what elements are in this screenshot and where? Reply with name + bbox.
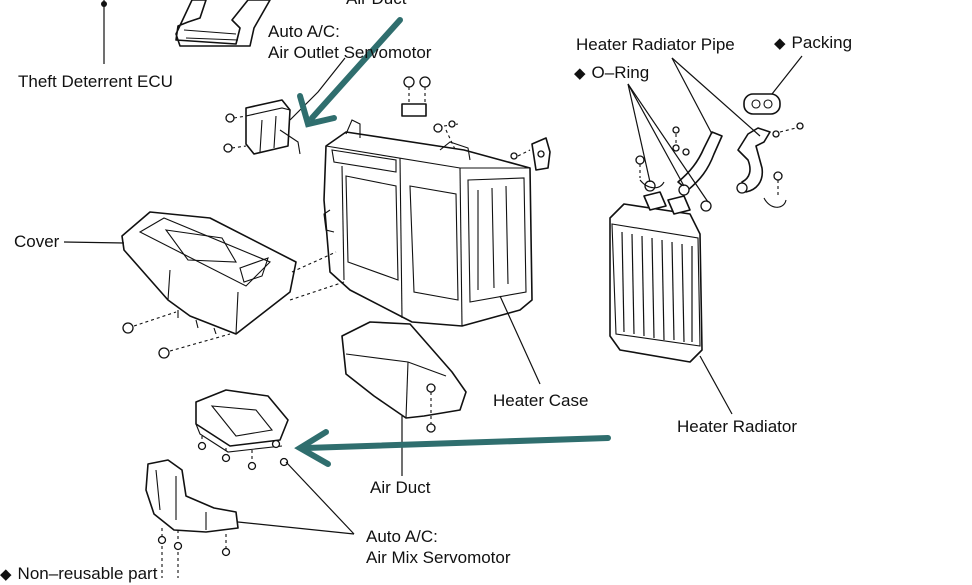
- outlet-servo-screws: [223, 113, 247, 153]
- label-o-ring: ◆ O–Ring: [574, 63, 649, 84]
- label-heater-case: Heater Case: [493, 391, 589, 410]
- label-o-ring-text: O–Ring: [591, 63, 650, 82]
- heater-radiator-pipes: [635, 122, 804, 212]
- diamond-icon: ◆: [774, 35, 786, 52]
- annotation-arrow-outlet-servo: [297, 17, 403, 128]
- top-air-duct: [175, 0, 271, 47]
- label-outlet-servo-line2: Air Outlet Servomotor: [268, 43, 432, 62]
- label-mix-servo-line1: Auto A/C:: [366, 527, 438, 546]
- cover-screws: [122, 311, 231, 359]
- label-non-reusable-part: ◆ Non–reusable part: [0, 564, 157, 585]
- cover: [121, 211, 345, 335]
- air-mix-servomotor: [195, 389, 289, 471]
- label-packing: ◆ Packing: [774, 33, 852, 54]
- air-outlet-servomotor: [245, 57, 346, 155]
- label-non-reusable-text: Non–reusable part: [17, 564, 158, 583]
- label-heater-radiator-pipe: Heater Radiator Pipe: [576, 35, 735, 54]
- label-outlet-servo-line1: Auto A/C:: [268, 22, 340, 41]
- label-packing-text: Packing: [791, 33, 853, 52]
- packing: [743, 55, 803, 115]
- mix-servo-bracket: [145, 459, 239, 578]
- diamond-icon: ◆: [0, 566, 12, 583]
- annotation-arrow-mix-servo: [294, 429, 611, 467]
- label-cover: Cover: [14, 232, 60, 251]
- label-air-duct-top: Air Duct: [346, 0, 406, 9]
- heater-case-leader: [499, 295, 541, 385]
- label-mix-servo-line2: Air Mix Servomotor: [366, 548, 511, 567]
- radiator-fins: [621, 231, 693, 343]
- case-bracket: [531, 137, 551, 171]
- label-heater-radiator: Heater Radiator: [677, 417, 798, 436]
- mix-servo-leaders: [237, 461, 355, 535]
- theft-ecu-leader: [101, 0, 107, 64]
- lower-air-duct: [341, 321, 467, 476]
- case-top-screws: [401, 76, 531, 161]
- diamond-icon: ◆: [574, 65, 586, 82]
- heater-case: [323, 119, 533, 327]
- label-air-duct-bottom: Air Duct: [370, 478, 431, 497]
- pipe-leaders: [627, 57, 761, 203]
- cover-leader: [63, 241, 125, 244]
- heater-radiator: [609, 191, 733, 415]
- label-theft-deterrent-ecu: Theft Deterrent ECU: [18, 72, 173, 91]
